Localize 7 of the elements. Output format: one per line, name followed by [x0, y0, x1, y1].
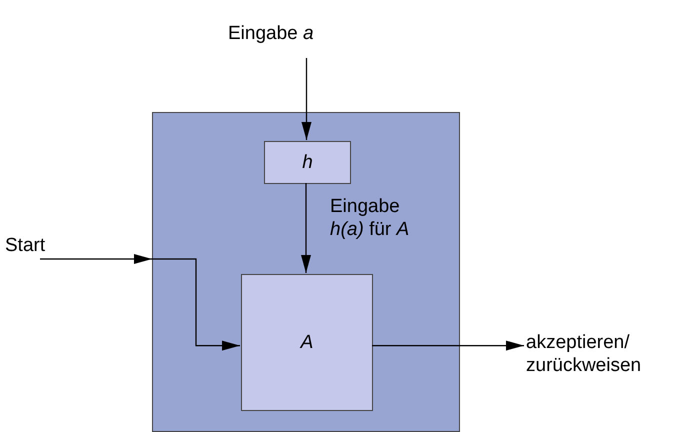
node-label: Eingabe a	[228, 18, 348, 48]
edge-label: Eingabe h(a) für A	[330, 195, 410, 241]
process-box: A	[241, 274, 373, 411]
node-label: akzeptieren/ zurückweisen	[526, 330, 696, 378]
container-box	[152, 112, 460, 432]
node-label: Start	[5, 232, 65, 258]
process-box: h	[264, 141, 351, 184]
